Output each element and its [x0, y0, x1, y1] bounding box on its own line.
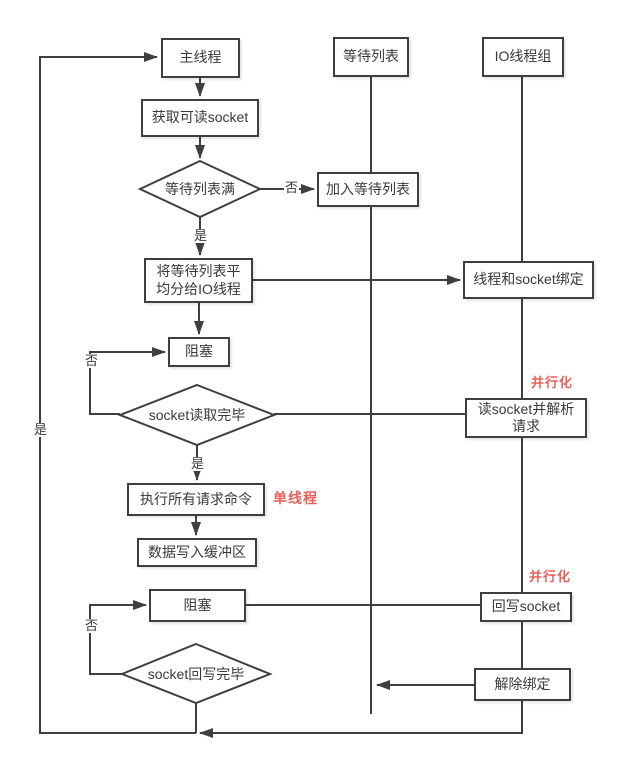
node-unbind: 解除绑定 [474, 668, 571, 701]
decision-socket-read-done-label: socket读取完毕 [148, 407, 246, 423]
edge-label-yes-1: 是 [193, 228, 209, 244]
node-bind-thread-socket: 线程和socket绑定 [463, 261, 594, 299]
node-block-1: 阻塞 [168, 337, 230, 367]
node-exec-all-commands: 执行所有请求命令 [127, 483, 265, 516]
loop-back-to-main-edge [39, 52, 196, 734]
node-write-back-socket: 回写socket [480, 592, 572, 622]
annotation-parallel-write: 并行化 [529, 569, 572, 585]
edge-label-no-3: 否 [84, 618, 100, 634]
decision-wait-list-full [137, 159, 263, 219]
decision-wait-list-full-label: 等待列表满 [165, 181, 235, 197]
annotation-parallel-read: 并行化 [531, 375, 574, 391]
edge-label-yes-2: 是 [190, 456, 206, 472]
edge-label-no-2: 否 [84, 353, 100, 369]
node-distribute-wait-list: 将等待列表平均分给IO线程 [144, 258, 253, 303]
node-write-data-buffer: 数据写入缓冲区 [137, 538, 257, 567]
node-main-thread: 主线程 [161, 38, 240, 78]
node-read-socket-parse: 读socket并解析请求 [465, 398, 587, 438]
node-get-readable-socket: 获取可读socket [141, 99, 259, 137]
edge-label-no-1: 否 [284, 180, 300, 196]
decision-socket-writeback-done [119, 642, 273, 705]
decision-socket-read-done [117, 383, 277, 447]
node-io-thread-group-header: IO线程组 [482, 37, 564, 77]
annotation-single-thread: 单线程 [273, 490, 318, 507]
decision-socket-writeback-done-label: socket回写完毕 [147, 666, 245, 682]
edge-label-yes-loop: 是 [33, 422, 49, 438]
node-join-wait-list: 加入等待列表 [317, 172, 419, 207]
node-wait-list-header: 等待列表 [333, 37, 409, 77]
node-block-2: 阻塞 [149, 589, 246, 622]
